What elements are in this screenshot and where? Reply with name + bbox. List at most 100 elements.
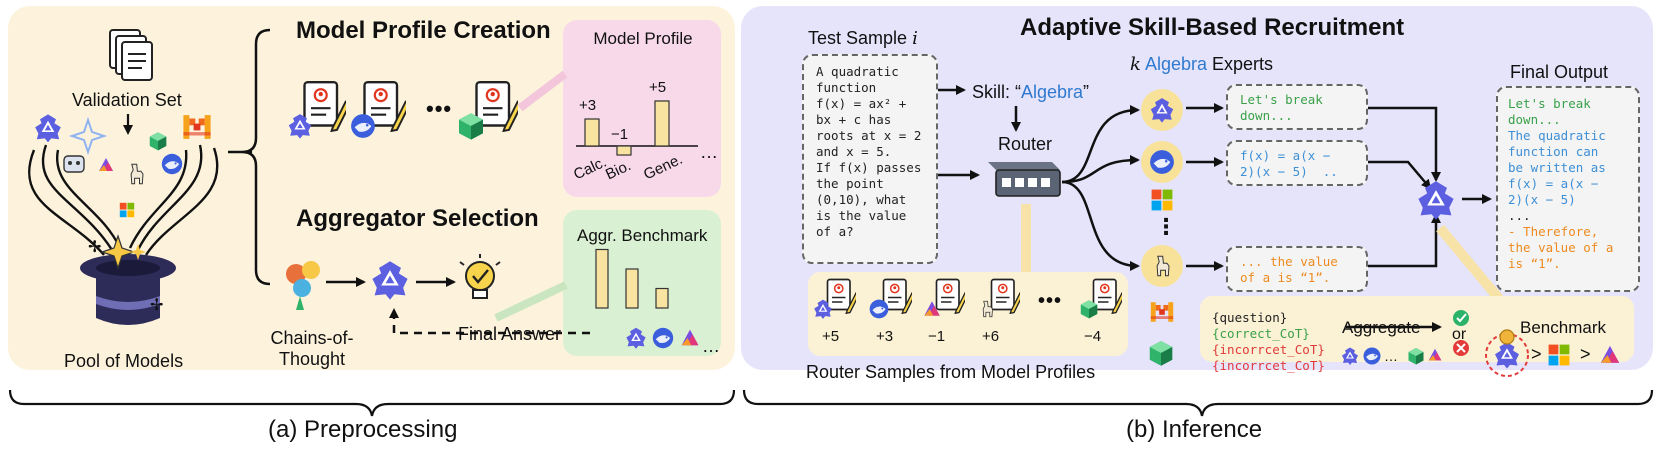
profile-bar <box>616 145 632 156</box>
preprocessing-caption: (a) Preprocessing <box>268 416 458 443</box>
profile-bar <box>654 100 670 147</box>
question-line: (0,10), what <box>816 192 907 207</box>
profile-whale-icon <box>351 114 375 138</box>
aggregate-template-line: {incorrcet_CoT} <box>1212 358 1325 373</box>
router-score: −1 <box>928 328 946 345</box>
final-output-line: function can <box>1508 144 1599 159</box>
skill-name: Algebra <box>1021 82 1084 102</box>
test-sample-var: i <box>912 28 918 49</box>
whale-icon <box>161 153 183 175</box>
robot-icon <box>63 155 85 173</box>
aggregate-template-line: {incorrcet_CoT} <box>1212 342 1325 357</box>
question-line: and x = 5. <box>816 144 892 159</box>
final-output-line: 2)(x − 5) <box>1508 192 1576 207</box>
router-to-experts <box>1061 105 1140 271</box>
profile-callout <box>517 70 568 112</box>
question-line: bx + c has <box>816 112 892 127</box>
router-score: +6 <box>982 328 1000 345</box>
sparkle-blue-icon <box>68 116 108 156</box>
router-label: Router <box>998 134 1053 154</box>
pool-of-models-label: Pool of Models <box>64 351 184 371</box>
check-icon <box>1453 310 1469 326</box>
chains-of-thought-label: Chains-of- Thought <box>270 328 354 369</box>
sparkle-left-icon: ✢ <box>88 239 101 256</box>
expert-output-line: f(x) = a(x − <box>1240 148 1331 163</box>
benchmark-callout <box>494 281 568 322</box>
profile-bar-value: +5 <box>649 79 667 96</box>
final-output-line: the value of a <box>1508 240 1614 255</box>
expert-output-line: 2)(x − 5) .. <box>1240 164 1338 179</box>
profile-chart-ellipsis: … <box>700 142 718 162</box>
final-output-line: - Therefore, <box>1508 224 1599 239</box>
aggregate-template-line: {correct_CoT} <box>1212 326 1310 341</box>
question-line: f(x) = ax² + <box>816 96 907 111</box>
final-output-line: down... <box>1508 112 1561 127</box>
medal-icon <box>1499 329 1515 345</box>
expert-ellipsis: ⋮ <box>1155 214 1177 239</box>
final-output-line: be written as <box>1508 160 1606 175</box>
benchmark-feedback-arrow <box>389 308 590 335</box>
profile-ellipsis: ••• <box>426 96 453 121</box>
gt-sign-1: > <box>1531 344 1542 364</box>
validation-set-icon <box>109 29 153 81</box>
aggregator-callout <box>1436 224 1504 304</box>
aggregate-label: Aggregate <box>1342 318 1421 337</box>
inference-caption: (b) Inference <box>1126 416 1263 443</box>
or-label: or <box>1452 326 1467 343</box>
router-score: +3 <box>876 328 894 345</box>
model-profile-box <box>563 20 721 197</box>
bench-ellipsis: … <box>702 336 720 356</box>
chains-of-thought-icon <box>286 261 320 310</box>
test-sample-label: Test Sample i <box>808 28 918 49</box>
inference-brace <box>742 389 1654 417</box>
expert-output-line: of a is “1”. <box>1240 270 1331 285</box>
model-profile-creation-title: Model Profile Creation <box>296 17 551 44</box>
model-profile-chart <box>576 100 698 156</box>
question-line: A quadratic <box>816 64 899 79</box>
profile-bar <box>584 118 600 147</box>
final-output-line: Let's break <box>1508 96 1591 111</box>
expert-output-line: ... the value <box>1240 254 1338 269</box>
aggregate-ellipsis: … <box>1384 348 1398 364</box>
final-output-title: Final Output <box>1510 62 1609 82</box>
final-output-line: f(x) = a(x − <box>1508 176 1599 191</box>
question-line: function <box>816 80 877 95</box>
final-answer-label: Final Answer <box>458 324 562 344</box>
expert-output-box: f(x) = a(x −2)(x − 5) .. <box>1226 140 1368 186</box>
skill-label: Skill: “Algebra” <box>972 82 1090 102</box>
router-samples-ellipsis: ••• <box>1038 290 1063 312</box>
question-line: is the value <box>816 208 907 223</box>
question-line: the point <box>816 176 884 191</box>
benchmark-label: Benchmark <box>1520 318 1606 337</box>
final-output-line: The quadratic <box>1508 128 1606 143</box>
lightbulb-icon <box>459 254 501 299</box>
final-output-line: ... <box>1508 208 1531 223</box>
agg-whale-icon <box>1363 347 1381 365</box>
experts-label: k Algebra Experts <box>1130 54 1274 75</box>
bench-whale-icon <box>652 327 674 349</box>
expert-output-line: Let's break <box>1240 92 1323 107</box>
final-output-line: is “1”. <box>1508 256 1561 271</box>
profile-bar-value: −1 <box>611 126 629 143</box>
outputs-to-aggregator <box>1368 106 1441 268</box>
router-score: −4 <box>1084 328 1102 345</box>
router-icon <box>988 162 1061 197</box>
preprocessing-panel <box>8 6 735 370</box>
sparkle-right-icon: ✢ <box>150 297 163 314</box>
validation-set-label: Validation Set <box>72 90 182 110</box>
bench-bar <box>625 268 639 309</box>
expert-whale-icon <box>1150 150 1174 174</box>
router-score: +5 <box>822 328 840 345</box>
aggr-benchmark-box <box>563 210 721 356</box>
aggregate-template-line: {question} <box>1212 310 1288 325</box>
gt-sign-2: > <box>1580 344 1591 364</box>
magic-hat-icon <box>80 234 176 325</box>
aggr-benchmark-title: Aggr. Benchmark <box>577 226 708 245</box>
preprocessing-brace <box>8 389 736 417</box>
model-profile-title: Model Profile <box>593 29 693 48</box>
